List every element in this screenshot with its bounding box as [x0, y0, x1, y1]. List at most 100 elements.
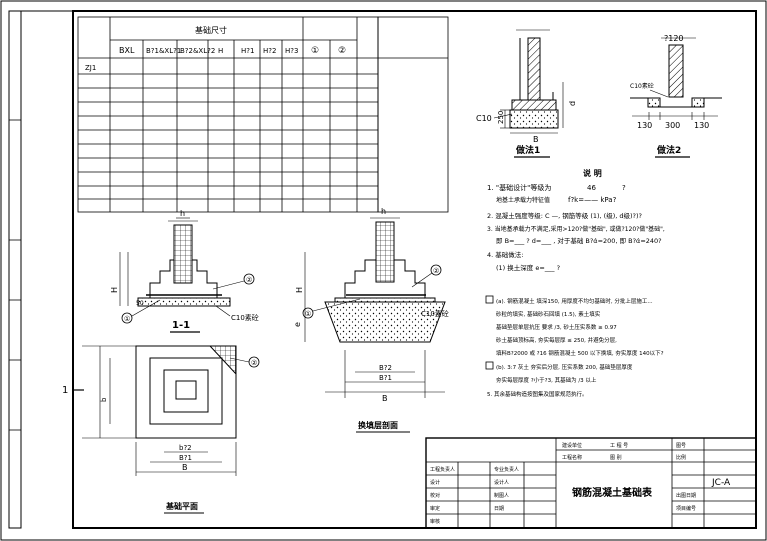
tb-row-4: 审定: [430, 505, 440, 512]
sec1-mark2: ②: [246, 276, 252, 284]
tb-row-1: 工程负责人: [430, 466, 455, 473]
schedule-table-text: 基础尺寸 BXL B?1&XL?1 B?2&XL?2 H H?1 H?2 H?3…: [85, 25, 346, 72]
note-3b: 即 B=___ ? d=___ , 对于基础 B?ά=200, 即 B?ά=24…: [496, 236, 662, 245]
row-zj1: ZJ1: [85, 64, 96, 72]
sec1-caption: 1-1: [172, 320, 190, 331]
note-1d: 地基土承载力特征值: [496, 196, 550, 204]
tb-row-5: 审核: [430, 518, 440, 525]
node1-detail: [500, 29, 564, 134]
repl-mark1: ①: [305, 310, 311, 318]
drawing-title: 钢筋混凝土基础表: [572, 486, 653, 499]
tb-top-3: 工 程 号: [610, 442, 628, 449]
repl-dim-e: e: [293, 322, 302, 327]
note-1c: ?: [622, 184, 626, 192]
title-block: [425, 437, 757, 529]
repl-c10: C10素砼: [421, 309, 449, 318]
note-1e: f?k=—— kPa?: [568, 196, 617, 204]
option-a-checkbox[interactable]: [485, 295, 494, 304]
plan-dim-B1: B?1: [179, 454, 192, 462]
node1-dim-b: B: [533, 135, 539, 144]
col-rebar1: ①: [311, 46, 319, 56]
col-h3: H?3: [285, 47, 298, 55]
note-1a: 1. "基础设计"等级为: [487, 183, 551, 192]
col-rebar2: ②: [338, 46, 346, 56]
note-a: (a). 钢筋混凝土 填深150, 用厚度不均匀基础时, 分批上层施工...: [496, 297, 653, 305]
plan-view: [82, 345, 237, 476]
repl-dim-h: h: [381, 207, 386, 216]
plan-caption: 基础平面: [165, 501, 198, 511]
repl-dim-H: H: [295, 287, 304, 293]
note-a5: 填料B?2000 或 ?16 钢筋混凝土 500 以下换填, 夯实厚度 140以…: [496, 349, 664, 357]
sec1-dim-H: H: [110, 287, 119, 293]
sec1-dim-50: 50: [136, 300, 144, 307]
note-1b: 46: [587, 184, 596, 192]
schedule-title: 基础尺寸: [195, 25, 227, 35]
col-h1: H?1: [241, 47, 254, 55]
node2-label: C10素砼: [630, 82, 654, 90]
note-a4: 砂土基础顶标高, 夯实每层厚 ≤ 250, 并避免分层,: [496, 336, 617, 344]
note-b: (b). 3:7 灰土 夯实后分层, 压实系数 200, 基础垫层厚度: [496, 363, 633, 371]
note-4: 4. 基础做法:: [487, 250, 523, 259]
tb-right-4: 项目编号: [676, 505, 696, 512]
col-h2: H?2: [263, 47, 276, 55]
title-block-text: 建设单位 工程名称 工 程 号 图 别 工程负责人 设计 校对 审定 审核 专业…: [430, 442, 731, 525]
tb-col2-3: 制图人: [494, 492, 509, 499]
col-bxl: BXL: [119, 46, 135, 55]
note-a3: 基础垫层单层抗压 要求 /3, 砂土压实系数 ≥ 0.97: [496, 323, 617, 331]
tb-right-2: 比例: [676, 454, 686, 461]
tb-col2-4: 日期: [494, 506, 504, 512]
repl-dim-B: B: [382, 394, 388, 403]
tb-right-3: 出图日期: [676, 492, 696, 499]
remarks-column: [377, 16, 449, 213]
notes-heading: 说 明: [583, 168, 602, 178]
sec1-c10: C10素砼: [231, 313, 259, 322]
node1-caption: 做法1: [515, 144, 540, 156]
node1-dim-d: d: [568, 101, 577, 106]
node2-dim-130a: 130: [637, 121, 652, 130]
node2-dim-300: 300: [665, 121, 680, 130]
tb-top-1: 建设单位: [562, 442, 582, 449]
tb-col2-1: 专业负责人: [494, 466, 519, 473]
note-4-1: (1) 换土深度 e=___ ?: [496, 263, 560, 272]
schedule-table: [77, 16, 379, 213]
repl-dim-B2: B?2: [379, 364, 392, 372]
sec1-mark1: ①: [124, 315, 130, 323]
tb-row-2: 设计: [430, 479, 440, 486]
replacement-section: [304, 217, 446, 398]
plan-dim-a: b: [100, 397, 108, 402]
node2-dim-120: ?120: [664, 34, 684, 43]
node2-detail: [630, 37, 722, 120]
note-2: 2. 混凝土强度等级: C —, 钢筋等级 (1), (级), d级)?)?: [487, 211, 642, 220]
node1-dim-250: 250: [497, 111, 505, 124]
option-b-checkbox[interactable]: [485, 361, 494, 370]
node2-caption: 做法2: [656, 144, 681, 156]
tb-row-3: 校对: [430, 492, 440, 499]
repl-dim-B1: B?1: [379, 374, 392, 382]
col-b2: B?2&XL?2: [180, 47, 215, 55]
node2-dim-130b: 130: [694, 121, 709, 130]
repl-mark2: ②: [433, 267, 439, 275]
repl-caption: 换填层剖面: [358, 420, 398, 430]
binding-margin: [9, 119, 21, 431]
sec1-dim-h: h: [180, 209, 185, 218]
col-b1: B?1&XL?1: [146, 47, 181, 55]
plan-mark2: ②: [251, 359, 257, 367]
tb-top-2: 工程名称: [562, 454, 582, 461]
tb-col2-2: 设计人: [494, 479, 509, 486]
col-h: H: [218, 47, 223, 55]
note-b2: 夯实每层厚度 ?小于?3, 其基础为 /3 以上: [496, 376, 597, 384]
note-a2: 砂粒的填实, 基础砂石回填 (1.5), 素土填实: [496, 310, 601, 318]
tb-right-1: 图号: [676, 443, 686, 449]
note-5: 5. 其余基础构造按图集及国家规范执行。: [487, 390, 588, 398]
node1-c10: C10: [476, 114, 492, 123]
section-1-1: [119, 217, 231, 307]
notes-block: 说 明 1. "基础设计"等级为 46 ? 地基土承载力特征值 f?k=—— k…: [485, 168, 665, 398]
plan-cut-left: 1: [62, 385, 68, 396]
plan-dim-B: B: [182, 463, 188, 472]
tb-top-4: 图 别: [610, 454, 622, 461]
drawing-number: JC-A: [711, 478, 731, 488]
plan-dim-b2: b?2: [179, 444, 192, 452]
note-3: 3. 当地基承载力不满足,采用>120?做"基础", 或做?120?做"基础",: [487, 225, 665, 233]
